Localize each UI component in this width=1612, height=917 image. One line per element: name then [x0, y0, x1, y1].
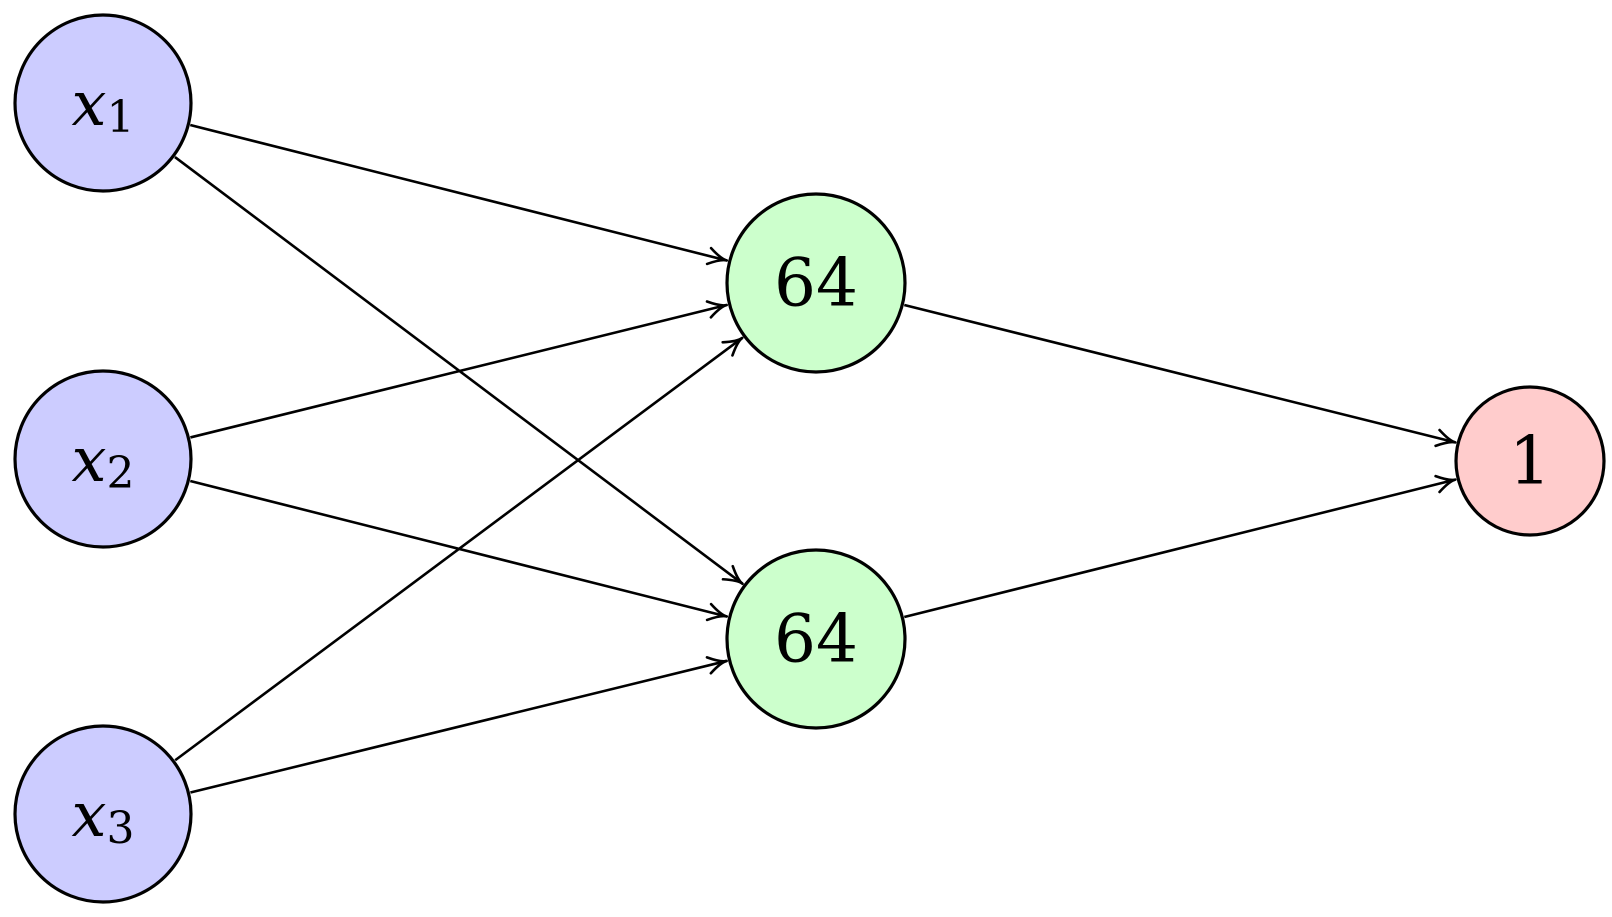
- hidden-node-1-circle: [725, 192, 907, 374]
- input-node-x1-var: x: [72, 67, 107, 140]
- input-node-x2-subscript: 2: [106, 448, 134, 499]
- input-node-x2-var: x: [72, 423, 107, 496]
- input-node-x3-subscript: 3: [106, 803, 134, 854]
- arrowhead-h1-out: [1434, 428, 1457, 448]
- edge-x1-h1: [189, 123, 729, 266]
- edges-layer: [174, 123, 1457, 794]
- input-node-x3-label: x3: [72, 778, 135, 854]
- hidden-node-2-circle: [725, 548, 907, 730]
- input-node-x1-label: x1: [72, 67, 135, 143]
- arrowhead-x3-h1: [721, 336, 744, 357]
- hidden-node-2-label: 64: [774, 601, 858, 678]
- edge-line-x3-h1: [174, 336, 743, 762]
- edge-line-x3-h2: [190, 659, 727, 794]
- edge-x3-h2: [190, 656, 728, 794]
- input-node-x2: x2: [13, 369, 193, 549]
- input-node-x1-subscript: 1: [106, 92, 134, 143]
- edge-h1-out: [903, 303, 1457, 448]
- edge-x2-h1: [190, 300, 728, 439]
- input-node-x3-var: x: [72, 778, 107, 851]
- input-node-x1: x1: [13, 13, 193, 193]
- input-node-x2-circle: [13, 369, 193, 549]
- edge-line-x2-h1: [190, 303, 727, 439]
- output-node-circle: [1454, 385, 1606, 537]
- edge-h2-out: [903, 474, 1457, 619]
- hidden-node-1-label: 64: [774, 245, 858, 322]
- output-node-label: 1: [1509, 423, 1551, 500]
- arrowhead-x2-h1: [705, 300, 728, 319]
- edge-x3-h1: [174, 336, 744, 762]
- edge-line-h1-out: [903, 303, 1456, 444]
- output-node: 1: [1454, 385, 1606, 537]
- arrowhead-x2-h2: [705, 602, 729, 622]
- input-node-x2-label: x2: [72, 423, 135, 499]
- input-node-x3-circle: [13, 724, 193, 904]
- arrowhead-x3-h2: [705, 656, 728, 675]
- arrowhead-x1-h2: [721, 564, 744, 586]
- arrowhead-x1-h1: [705, 246, 729, 266]
- input-node-x1-circle: [13, 13, 193, 193]
- edge-line-h2-out: [903, 478, 1456, 619]
- edge-line-x1-h1: [189, 123, 728, 262]
- input-node-x3: x3: [13, 724, 193, 904]
- hidden-node-1: 64: [725, 192, 907, 374]
- hidden-node-2: 64: [725, 548, 907, 730]
- arrowhead-h2-out: [1434, 474, 1457, 494]
